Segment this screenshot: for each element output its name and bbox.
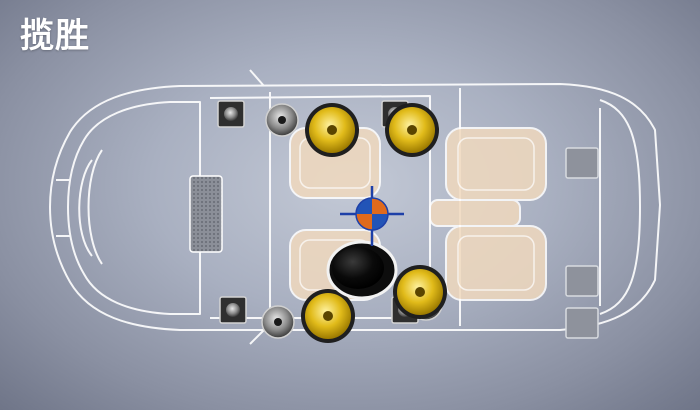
subwoofer-icon — [326, 240, 398, 300]
car-outline — [49, 69, 661, 345]
car-model-title: 揽胜 — [20, 16, 90, 56]
tweeter-icon — [217, 100, 245, 128]
woofer-icon — [385, 103, 439, 157]
dashboard-vent — [189, 175, 223, 253]
woofer-icon — [393, 265, 447, 319]
woofer-icon — [301, 289, 355, 343]
tweeter-icon — [219, 296, 247, 324]
woofer-icon — [305, 103, 359, 157]
woofer-icons — [301, 103, 447, 343]
listening-position-target-icon — [340, 186, 404, 246]
rear-speaker-boxes — [565, 147, 599, 339]
